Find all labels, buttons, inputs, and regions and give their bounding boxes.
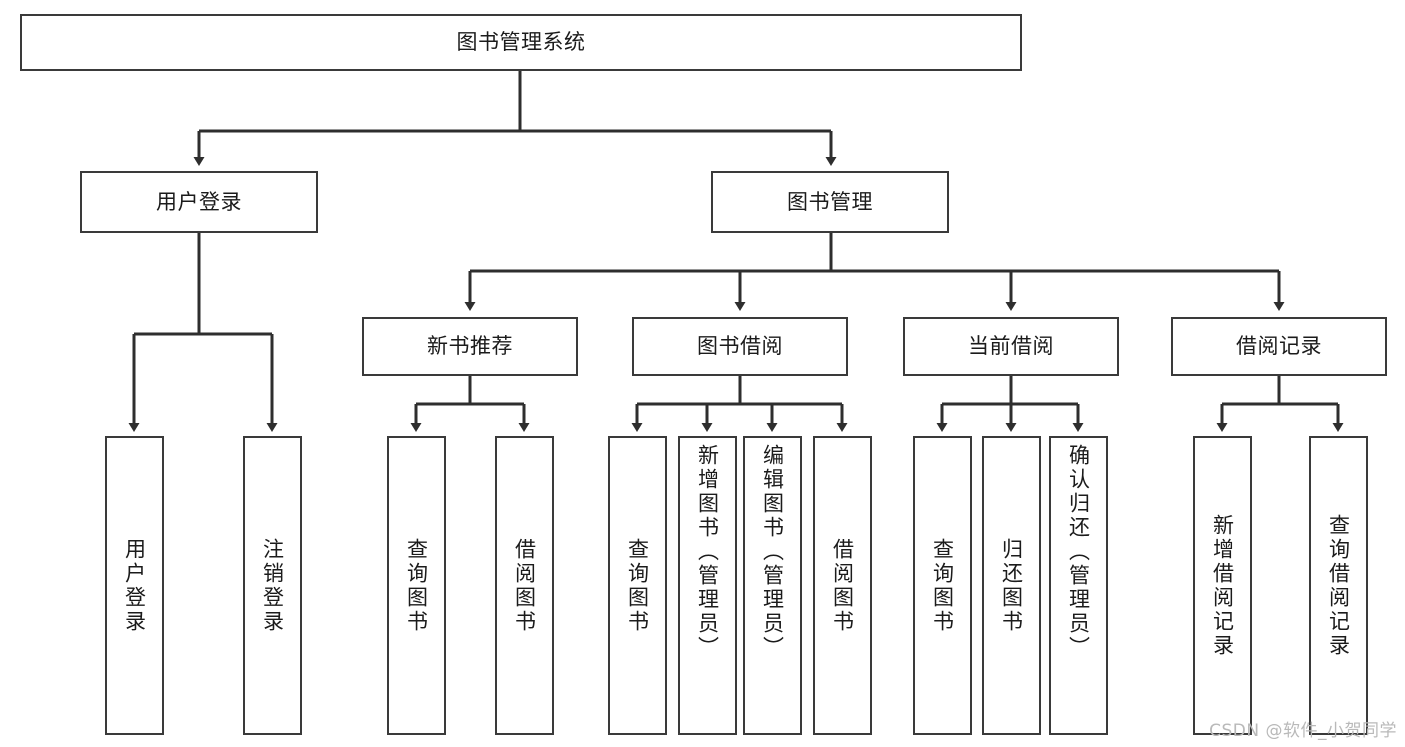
node-label: 用户登录 — [156, 189, 242, 214]
leaf-new-book-query-book[interactable]: 查询图书 — [387, 436, 446, 735]
leaf-borrow-record-query-record[interactable]: 查询借阅记录 — [1309, 436, 1368, 735]
node-label: 注销登录 — [260, 537, 285, 634]
node-book-management[interactable]: 图书管理 — [711, 171, 949, 233]
leaf-current-borrow-return-book[interactable]: 归还图书 — [982, 436, 1041, 735]
node-label: 查询图书 — [404, 537, 429, 634]
node-label: 借阅记录 — [1236, 334, 1322, 359]
node-user-login[interactable]: 用户登录 — [80, 171, 318, 233]
leaf-borrow-record-add-record[interactable]: 新增借阅记录 — [1193, 436, 1252, 735]
watermark-text: CSDN @软件_小贺同学 — [1209, 721, 1397, 741]
node-label: 新书推荐 — [427, 334, 513, 359]
node-label: 确认归还（管理员） — [1066, 444, 1091, 660]
node-borrow-record[interactable]: 借阅记录 — [1171, 317, 1387, 376]
node-label: 图书管理系统 — [456, 30, 586, 55]
node-new-book-recommend[interactable]: 新书推荐 — [362, 317, 578, 376]
leaf-current-borrow-query-book[interactable]: 查询图书 — [913, 436, 972, 735]
node-label: 查询借阅记录 — [1326, 513, 1351, 658]
node-label: 新增图书（管理员） — [695, 444, 720, 660]
node-label: 当前借阅 — [968, 334, 1054, 359]
node-label: 查询图书 — [930, 537, 955, 634]
leaf-book-borrow-add-book-admin[interactable]: 新增图书（管理员） — [678, 436, 737, 735]
node-current-borrow[interactable]: 当前借阅 — [903, 317, 1119, 376]
node-label: 用户登录 — [122, 537, 147, 634]
leaf-book-borrow-borrow-book[interactable]: 借阅图书 — [813, 436, 872, 735]
node-label: 图书管理 — [787, 189, 873, 214]
node-label: 借阅图书 — [830, 537, 855, 634]
node-root-book-management-system[interactable]: 图书管理系统 — [20, 14, 1022, 71]
leaf-current-borrow-confirm-return-admin[interactable]: 确认归还（管理员） — [1049, 436, 1108, 735]
node-label: 新增借阅记录 — [1210, 513, 1235, 658]
node-label: 查询图书 — [625, 537, 650, 634]
leaf-book-borrow-edit-book-admin[interactable]: 编辑图书（管理员） — [743, 436, 802, 735]
node-label: 归还图书 — [999, 537, 1024, 634]
leaf-user-login-login[interactable]: 用户登录 — [105, 436, 164, 735]
leaf-user-login-logout[interactable]: 注销登录 — [243, 436, 302, 735]
node-label: 借阅图书 — [512, 537, 537, 634]
leaf-new-book-borrow-book[interactable]: 借阅图书 — [495, 436, 554, 735]
leaf-book-borrow-query-book[interactable]: 查询图书 — [608, 436, 667, 735]
node-book-borrow[interactable]: 图书借阅 — [632, 317, 848, 376]
node-label: 编辑图书（管理员） — [760, 444, 785, 660]
node-label: 图书借阅 — [697, 334, 783, 359]
